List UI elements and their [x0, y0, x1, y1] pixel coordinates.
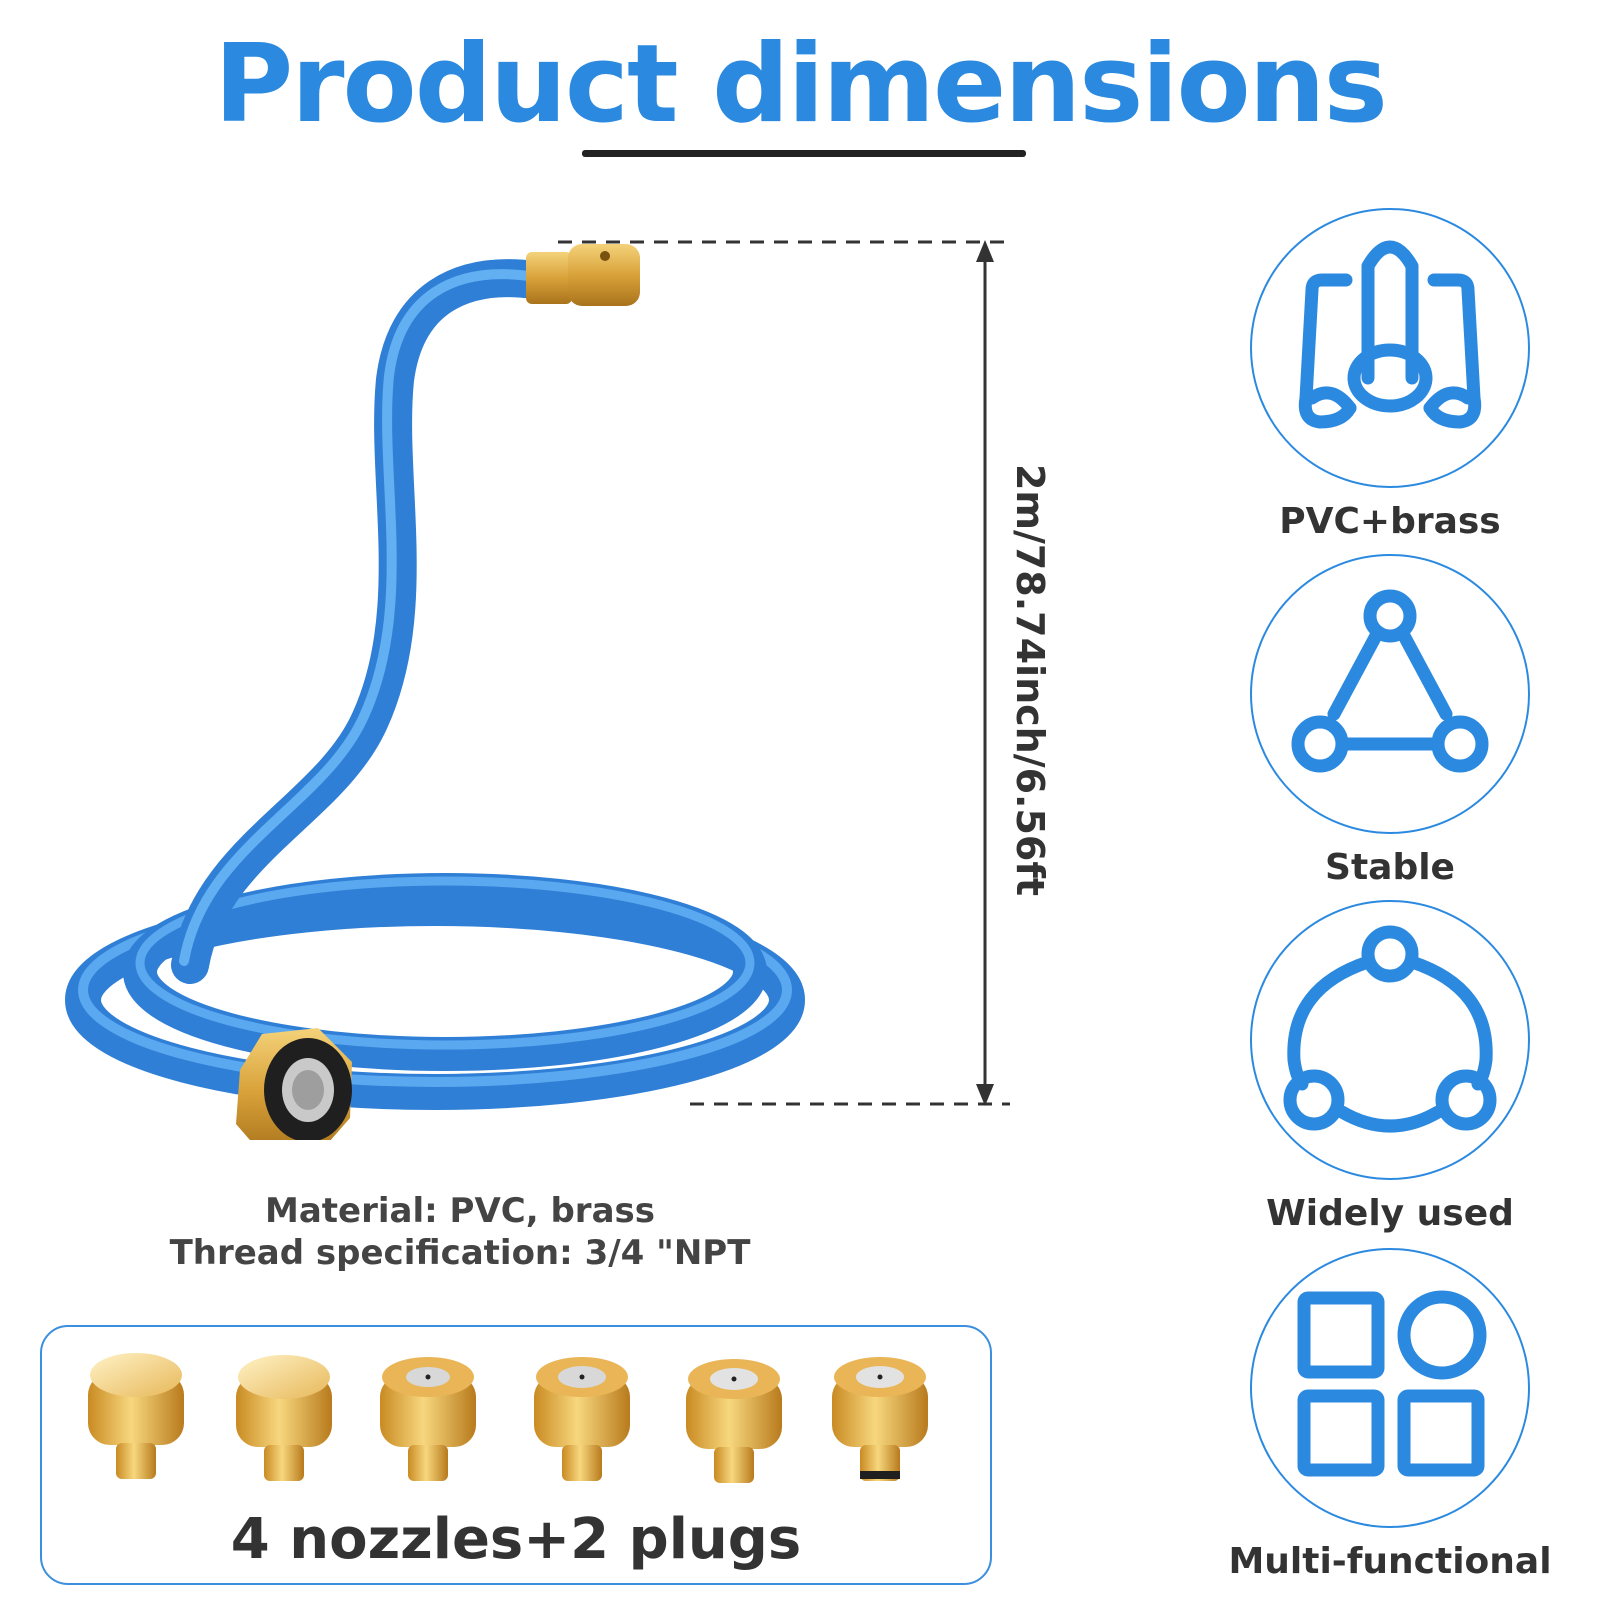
hose-illustration: [65, 240, 1010, 1140]
accessories-caption: 4 nozzles+2 plugs: [230, 1507, 802, 1572]
nozzle-2: [534, 1357, 630, 1481]
plug-1: [88, 1353, 184, 1479]
hose-rising: [171, 259, 554, 984]
triangle-nodes-icon: [1291, 589, 1489, 773]
nozzle-4: [832, 1357, 928, 1481]
grid-shapes-icon: [1297, 1290, 1487, 1477]
accessories-illustration: [88, 1353, 928, 1483]
bottom-hose-connector: [236, 1028, 352, 1140]
top-nozzle-fitting: [526, 244, 640, 306]
title-underline: [582, 150, 1026, 157]
feature-stable: Stable: [1240, 554, 1540, 888]
feature-multi-functional: Multi-functional: [1228, 1248, 1552, 1582]
circle-nodes-icon: [1283, 925, 1497, 1133]
feature-label: Stable: [1325, 847, 1455, 888]
plug-2: [236, 1355, 332, 1481]
accessories-panel: [40, 1325, 992, 1585]
thread-spec: Thread specification: 3/4 "NPT: [169, 1233, 751, 1273]
feature-label: Multi-functional: [1228, 1541, 1552, 1582]
nozzle-1: [380, 1357, 476, 1481]
nozzle-3: [686, 1359, 782, 1483]
material-spec: Material: PVC, brass: [264, 1191, 655, 1231]
feature-label: Widely used: [1266, 1193, 1514, 1234]
page-title: Product dimensions: [214, 22, 1388, 147]
pipes-icon: [1298, 240, 1482, 429]
feature-label: PVC+brass: [1279, 501, 1501, 542]
arrow-head-top: [976, 240, 994, 262]
arrow-head-bottom: [976, 1084, 994, 1106]
feature-widely-used: Widely used: [1240, 900, 1540, 1234]
feature-pvc-brass: PVC+brass: [1240, 208, 1540, 542]
